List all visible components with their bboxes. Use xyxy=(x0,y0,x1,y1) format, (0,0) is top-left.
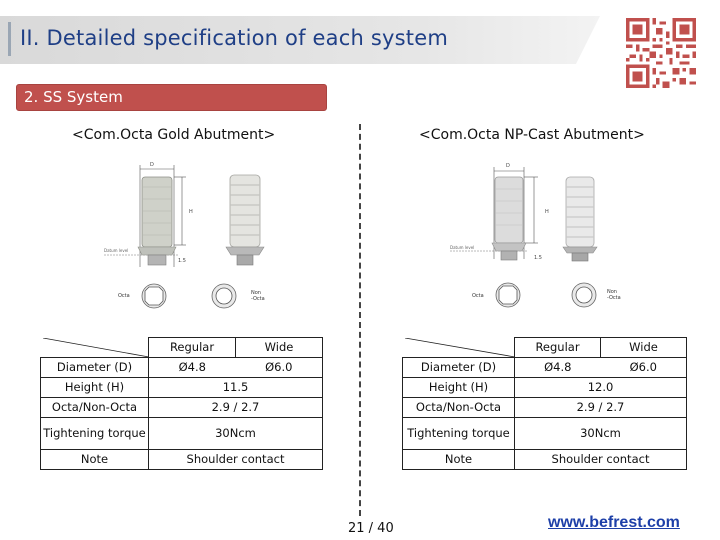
table-row: Octa/Non-Octa 2.9 / 2.7 xyxy=(40,397,323,418)
spec-table-np-cast: Regular Wide Diameter (D) Ø4.8 Ø6.0 Heig… xyxy=(402,337,687,470)
table-header-row: Regular Wide xyxy=(40,337,323,358)
non-octa-label: Non xyxy=(607,289,617,295)
page-title: II. Detailed specification of each syste… xyxy=(20,26,448,50)
dim-label-h: H xyxy=(545,209,549,215)
table-cell: Ø4.8 xyxy=(148,357,236,378)
product-title-np-cast: <Com.Octa NP-Cast Abutment> xyxy=(419,127,645,143)
table-row: Height (H) 12.0 xyxy=(402,377,687,398)
non-octa-label: Non xyxy=(251,290,261,296)
table-row: Height (H) 11.5 xyxy=(40,377,323,398)
website-link[interactable]: www.befrest.com xyxy=(548,514,680,531)
table-cell: 2.9 / 2.7 xyxy=(148,397,323,418)
row-label: Diameter (D) xyxy=(402,357,515,378)
table-row: Note Shoulder contact xyxy=(40,449,323,470)
title-accent-bar xyxy=(8,22,11,56)
qr-code-icon xyxy=(626,18,696,88)
section-label: 2. SS System xyxy=(24,88,123,106)
octa-label: Octa xyxy=(118,293,130,299)
table-cell: Shoulder contact xyxy=(514,449,687,470)
table-row: Diameter (D) Ø4.8 Ø6.0 xyxy=(40,357,323,378)
row-label: Octa/Non-Octa xyxy=(402,397,515,418)
table-cell: Ø6.0 xyxy=(600,357,687,378)
row-label: Tightening torque xyxy=(402,417,515,450)
table-cell: 12.0 xyxy=(514,377,687,398)
table-row: Octa/Non-Octa 2.9 / 2.7 xyxy=(402,397,687,418)
row-label: Height (H) xyxy=(402,377,515,398)
table-row: Tightening torque 30Ncm xyxy=(40,417,323,450)
row-label: Octa/Non-Octa xyxy=(40,397,149,418)
table-cell: Ø6.0 xyxy=(235,357,323,378)
row-label: Diameter (D) xyxy=(40,357,149,378)
table-header-row: Regular Wide xyxy=(402,337,687,358)
dim-label-h: H xyxy=(189,209,193,215)
table-cell: Shoulder contact xyxy=(148,449,323,470)
non-octa-label-2: -Octa xyxy=(251,296,265,302)
dim-label-1-5: 1.5 xyxy=(534,255,542,261)
dim-label-1-5: 1.5 xyxy=(178,258,186,264)
table-cell: Ø4.8 xyxy=(514,357,601,378)
table-cell: 2.9 / 2.7 xyxy=(514,397,687,418)
gold-abutment-drawing: D H 1.5 Datum level Octa Non -Octa xyxy=(104,162,265,309)
dim-label-d: D xyxy=(150,162,154,168)
table-row: Note Shoulder contact xyxy=(402,449,687,470)
table-row: Diameter (D) Ø4.8 Ø6.0 xyxy=(402,357,687,378)
table-cell: 30Ncm xyxy=(514,417,687,450)
table-cell: 30Ncm xyxy=(148,417,323,450)
row-label: Tightening torque xyxy=(40,417,149,450)
datum-label: Datum level xyxy=(450,245,474,250)
product-title-gold: <Com.Octa Gold Abutment> xyxy=(72,127,276,143)
title-band xyxy=(0,16,600,64)
col-header-wide: Wide xyxy=(600,337,687,358)
table-corner xyxy=(40,337,149,358)
table-corner xyxy=(402,337,515,358)
page-number: 21 / 40 xyxy=(348,521,394,536)
np-cast-abutment-drawing: D H 1.5 Datum level Octa Non -Octa xyxy=(450,163,621,308)
col-header-regular: Regular xyxy=(514,337,601,358)
row-label: Height (H) xyxy=(40,377,149,398)
dim-label-d: D xyxy=(506,163,510,169)
section-bar xyxy=(16,84,327,111)
spec-table-gold: Regular Wide Diameter (D) Ø4.8 Ø6.0 Heig… xyxy=(40,337,323,470)
column-divider xyxy=(359,124,361,516)
table-cell: 11.5 xyxy=(148,377,323,398)
non-octa-label-2: -Octa xyxy=(607,295,621,301)
octa-label: Octa xyxy=(472,293,484,299)
col-header-wide: Wide xyxy=(235,337,323,358)
row-label: Note xyxy=(402,449,515,470)
datum-label: Datum level xyxy=(104,248,128,253)
col-header-regular: Regular xyxy=(148,337,236,358)
row-label: Note xyxy=(40,449,149,470)
table-row: Tightening torque 30Ncm xyxy=(402,417,687,450)
